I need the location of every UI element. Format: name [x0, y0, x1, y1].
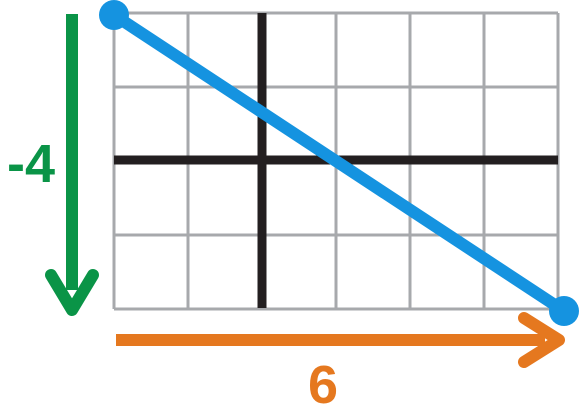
start-point: [99, 0, 129, 30]
run-arrow: [116, 312, 565, 368]
run-label: 6: [308, 355, 338, 408]
end-point: [549, 296, 579, 326]
slope-line: [108, 9, 570, 317]
rise-label: -4: [7, 134, 55, 194]
rise-arrow: [45, 14, 99, 316]
